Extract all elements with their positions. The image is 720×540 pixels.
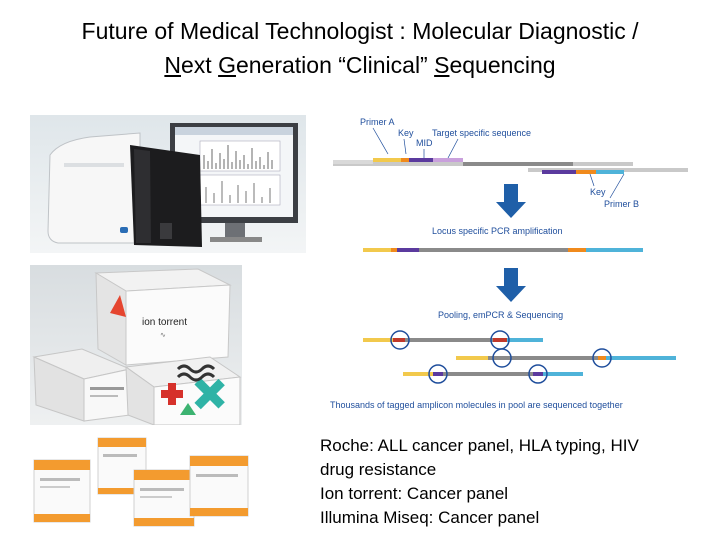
caption-line-3: Ion torrent: Cancer panel (320, 484, 509, 503)
teal-x-shape (194, 378, 225, 410)
title-s: S (434, 52, 450, 78)
kit-box (189, 455, 249, 517)
label-key-left: Key (398, 128, 414, 138)
caption-line-1: Roche: ALL cancer panel, HLA typing, HIV (320, 436, 639, 455)
label-primer-a: Primer A (360, 117, 395, 127)
ion-box-brand: ion torrent (142, 317, 187, 328)
roche-sequencer-photo (30, 115, 306, 253)
ion-torrent-boxes-illustration: ion torrent ∿ (32, 268, 242, 425)
illumina-kits-photo (30, 430, 252, 530)
title-n: N (164, 52, 181, 78)
down-arrow-icon (496, 268, 526, 302)
label-step-1: Locus specific PCR amplification (432, 226, 563, 236)
caption-line-2: drug resistance (320, 460, 437, 479)
label-mid: MID (416, 138, 433, 148)
red-triangle-shape (110, 295, 126, 317)
illumina-kits-illustration (33, 437, 249, 527)
label-target: Target specific sequence (432, 128, 531, 138)
label-footer: Thousands of tagged amplicon molecules i… (330, 400, 623, 410)
kit-box (33, 459, 91, 523)
wave-lines-shape (176, 364, 216, 382)
roche-sequencer-illustration (47, 123, 298, 247)
platform-caption: Roche: ALL cancer panel, HLA typing, HIV… (320, 434, 710, 530)
amplicon-sequencing-diagram: Primer A Key Target specific sequence MI… (330, 117, 688, 410)
label-key-right: Key (590, 187, 606, 197)
amplified-strand (363, 248, 643, 252)
strand-primer-a (333, 158, 633, 166)
ion-torrent-boxes-photo: ion torrent ∿ (30, 265, 242, 425)
pooled-strand (403, 364, 583, 384)
pooled-strand (456, 348, 676, 368)
slide-title: Future of Medical Technologist : Molecul… (81, 18, 639, 78)
caption-line-4: Illumina Miseq: Cancer panel (320, 508, 540, 527)
svg-text:∿: ∿ (160, 332, 166, 339)
strand-primer-b (528, 168, 688, 174)
down-arrow-icon (496, 184, 526, 218)
label-primer-b: Primer B (604, 199, 639, 209)
kit-box (133, 469, 195, 527)
title-g: G (218, 52, 236, 78)
label-step-2: Pooling, emPCR & Sequencing (438, 310, 563, 320)
pooled-strand (363, 330, 543, 350)
plus-cross-shape (161, 383, 183, 405)
